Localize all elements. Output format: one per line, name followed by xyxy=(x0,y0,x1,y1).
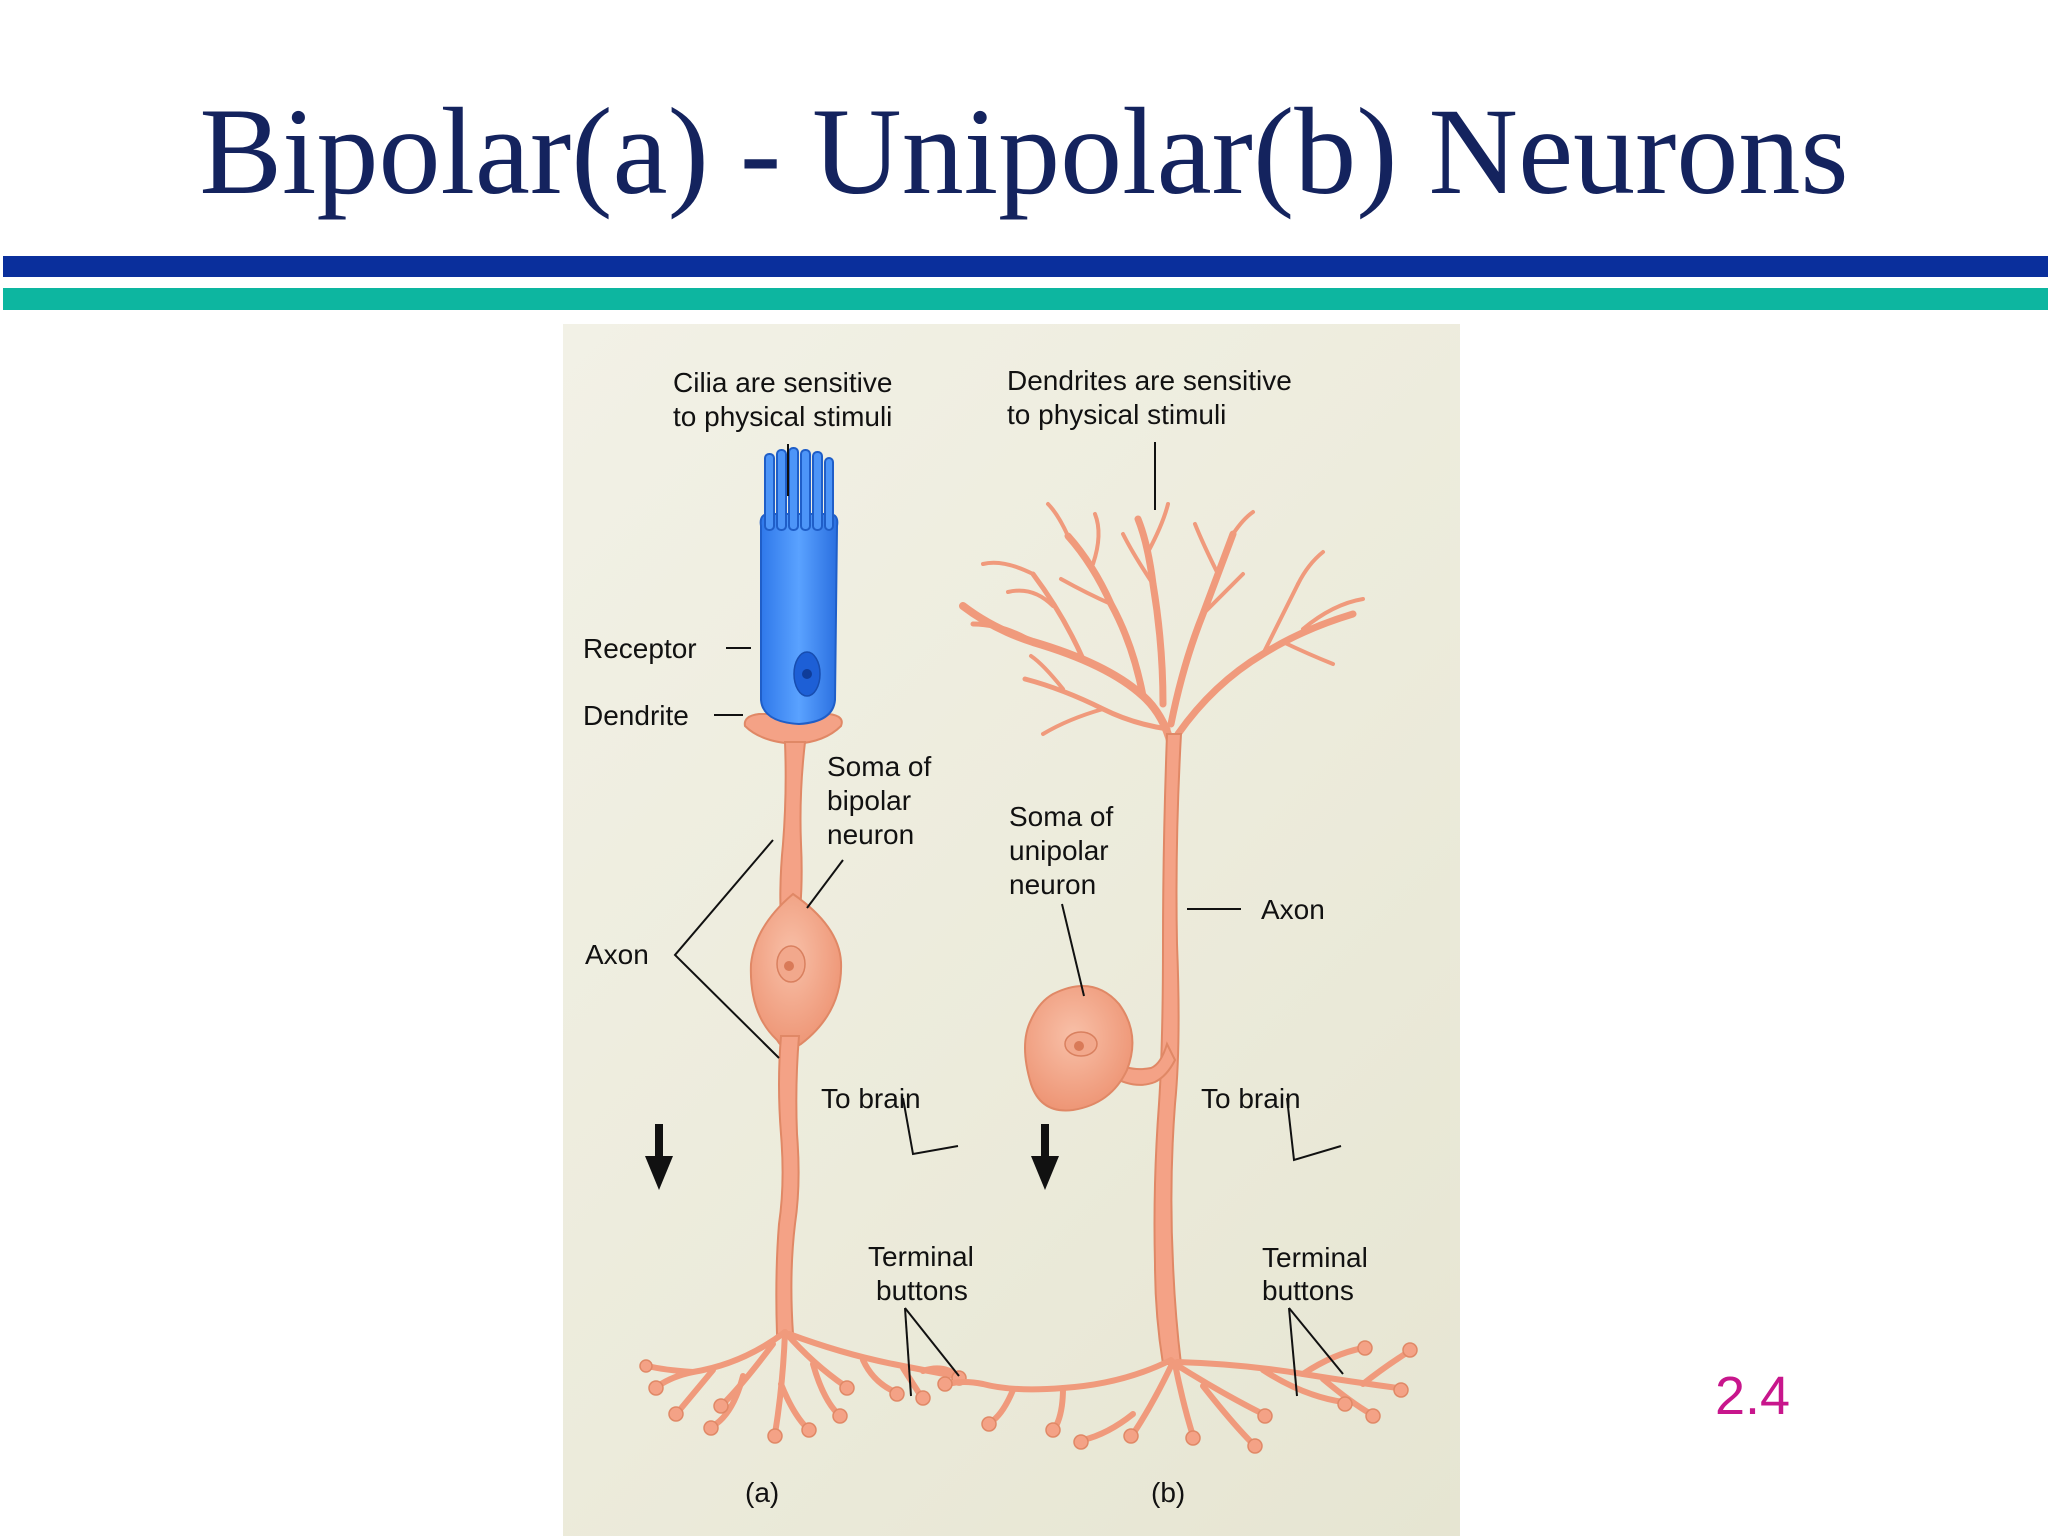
receptor-cell xyxy=(759,447,839,726)
unipolar-terminal-branches xyxy=(945,1345,1411,1447)
label-a-soma-line1: Soma of xyxy=(827,751,931,782)
neuron-figure-panel: Cilia are sensitive to physical stimuli … xyxy=(563,324,1460,1536)
label-a-cilia-line1: Cilia are sensitive xyxy=(673,367,892,398)
label-a-receptor: Receptor xyxy=(583,633,697,664)
slide-number: 2.4 xyxy=(1715,1366,1791,1426)
caption-a: (a) xyxy=(745,1477,779,1508)
bipolar-terminal-branches xyxy=(645,1329,961,1437)
unipolar-dendritic-tree xyxy=(959,502,1365,748)
label-b-to-brain: To brain xyxy=(1201,1083,1301,1114)
label-b-soma-line1: Soma of xyxy=(1009,801,1113,832)
label-a-terminal-line2: buttons xyxy=(876,1275,968,1306)
figure-labels: Cilia are sensitive to physical stimuli … xyxy=(583,365,1368,1508)
terminal-pointer-lines xyxy=(904,1307,1344,1397)
title-rule-blue xyxy=(3,256,2048,277)
label-a-cilia-line2: to physical stimuli xyxy=(673,401,892,432)
to-brain-arrows xyxy=(645,1124,1059,1190)
label-a-dendrite: Dendrite xyxy=(583,700,689,731)
label-a-axon: Axon xyxy=(585,939,649,970)
unipolar-neuron xyxy=(937,502,1418,1454)
label-a-to-brain: To brain xyxy=(821,1083,921,1114)
label-b-dendrites-line2: to physical stimuli xyxy=(1007,399,1226,430)
label-b-axon: Axon xyxy=(1261,894,1325,925)
label-b-soma-line2: unipolar xyxy=(1009,835,1109,866)
label-b-terminal-line2: buttons xyxy=(1262,1275,1354,1306)
bipolar-terminal-buttons xyxy=(639,1359,967,1444)
title-rule-teal xyxy=(3,288,2048,310)
label-b-terminal-line1: Terminal xyxy=(1262,1242,1368,1273)
label-b-soma-line3: neuron xyxy=(1009,869,1096,900)
label-b-dendrites-line1: Dendrites are sensitive xyxy=(1007,365,1292,396)
caption-b: (b) xyxy=(1151,1477,1185,1508)
unipolar-terminal-buttons xyxy=(937,1340,1418,1454)
label-a-soma-line2: bipolar xyxy=(827,785,911,816)
leader-lines xyxy=(673,442,1342,1162)
bipolar-axon xyxy=(775,1035,801,1335)
label-a-soma-line3: neuron xyxy=(827,819,914,850)
bipolar-neuron xyxy=(639,447,967,1444)
slide-title: Bipolar(a) - Unipolar(b) Neurons xyxy=(199,83,1849,220)
neuron-diagram: Cilia are sensitive to physical stimuli … xyxy=(583,365,1418,1508)
label-a-terminal-line1: Terminal xyxy=(868,1241,974,1272)
